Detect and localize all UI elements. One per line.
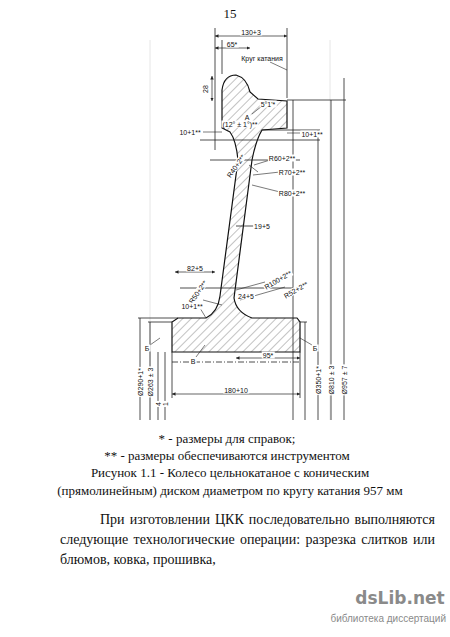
section-letter: Б (144, 345, 151, 352)
radius-dimension: R80+2** (278, 190, 306, 197)
radius-dimension: R52+2** (282, 280, 310, 300)
diameter-dimension: Ø957 ± 7 (341, 365, 348, 396)
dimension: 4 (155, 401, 162, 407)
watermark: библиотека диссертаций (330, 614, 446, 624)
watermark: dsLib.net (355, 590, 444, 607)
section-letter: Б (312, 345, 319, 352)
wheel-section (172, 75, 300, 352)
note: ** - размеры обеспечиваются инструментом (104, 449, 349, 462)
dimension: 130+3 (240, 29, 262, 36)
dimension: 5°1'* (260, 101, 277, 108)
dimension: (12° ± 1°)** (221, 121, 258, 128)
radius-dimension: R60+2** (268, 155, 296, 162)
dimension: 10+1** (178, 129, 201, 136)
diameter-dimension: Ø263 ± 3 (147, 367, 154, 398)
dimension: 10+1** (300, 131, 323, 138)
dimension: 82+5 (186, 265, 204, 272)
body-text: При изготовлении ЦКК последовательно вып… (60, 510, 435, 570)
dimension: 19+5 (253, 223, 271, 230)
page-number: 15 (224, 7, 237, 20)
dimension: 180+10 (223, 387, 249, 394)
figure-caption: Рисунок 1.1 - Колесо цельнокатаное с кон… (50, 464, 410, 500)
diameter-dimension: Ø290+1* (137, 367, 144, 397)
view-letter: А (244, 114, 251, 121)
note: * - размеры для справок; (159, 432, 296, 445)
diameter-dimension: Ø350+1* (315, 365, 322, 395)
section-letter: В (190, 358, 197, 365)
dimension: 1 (162, 401, 169, 407)
radius-dimension: R70+2** (278, 169, 306, 176)
callout-text: Круг катания (240, 55, 283, 62)
dimension: 24+5 (237, 293, 255, 300)
dimension: 65* (226, 41, 239, 48)
dimension: 28 (202, 84, 209, 94)
diameter-dimension: Ø810 ± 3 (328, 365, 335, 396)
dimension: 95* (262, 352, 275, 359)
dimension: 10+1** (180, 303, 203, 310)
radius-dimension: R50+2** (187, 278, 209, 305)
